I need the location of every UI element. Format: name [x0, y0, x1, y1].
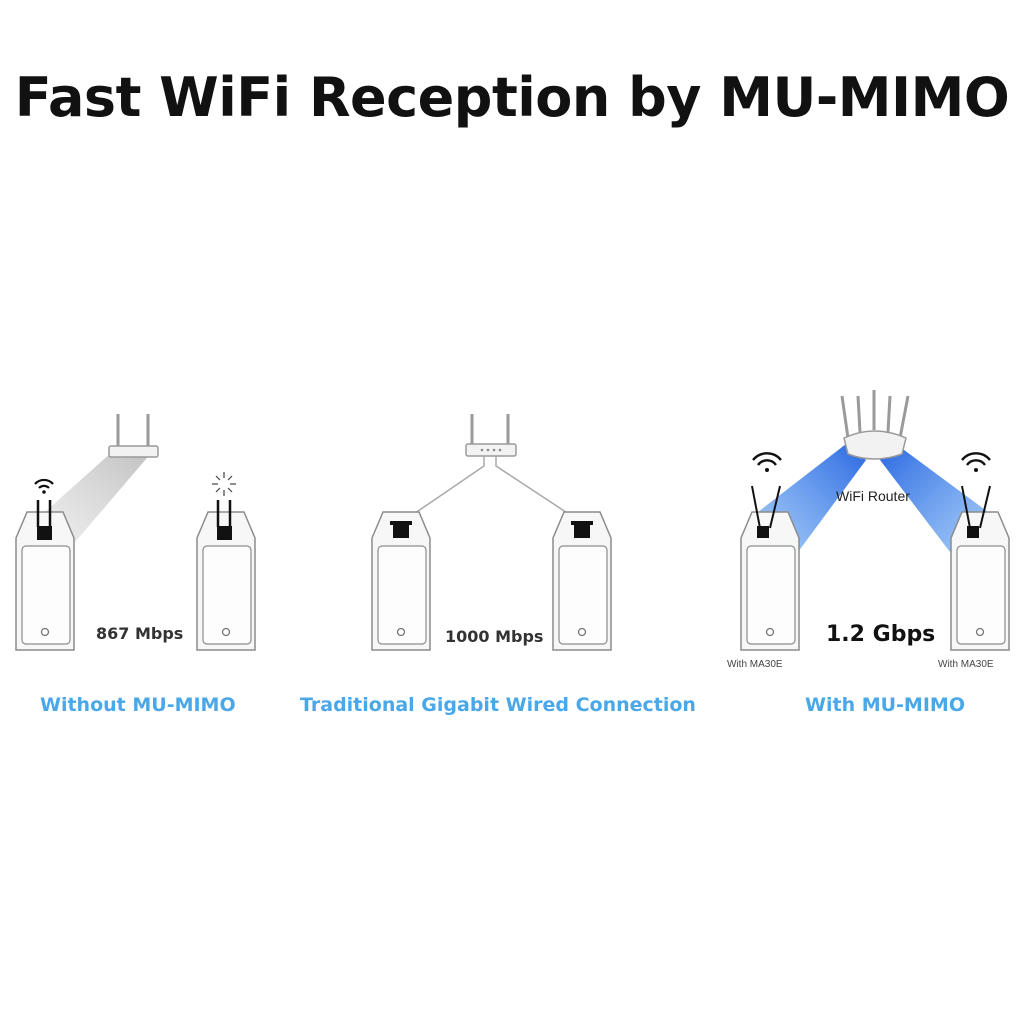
- router-icon: [108, 414, 159, 458]
- speed-label-without-mimo: 867 Mbps: [96, 624, 184, 643]
- powerline-adapter-icon: [196, 500, 256, 651]
- wifi-signal-icon: [34, 478, 54, 494]
- caption-without-mimo: Without MU-MIMO: [40, 694, 236, 716]
- speed-label-with-mimo: 1.2 Gbps: [826, 622, 936, 647]
- ethernet-cable: [404, 456, 579, 521]
- powerline-adapter-icon: [740, 485, 800, 651]
- speed-label-wired: 1000 Mbps: [445, 627, 544, 646]
- device-label-left: With MA30E: [727, 659, 783, 670]
- caption-wired: Traditional Gigabit Wired Connection: [300, 694, 696, 716]
- wifi-signal-icon: [961, 452, 991, 472]
- searching-signal-icon: [212, 472, 236, 496]
- router-label: WiFi Router: [836, 488, 910, 504]
- panel-wired-connection: [371, 414, 612, 651]
- powerline-adapter-icon: [950, 485, 1010, 651]
- powerline-adapter-icon: [371, 511, 431, 651]
- caption-with-mimo: With MU-MIMO: [805, 694, 965, 716]
- powerline-adapter-icon: [15, 500, 75, 651]
- wifi-signal-icon: [752, 452, 782, 472]
- panel-with-mu-mimo: [740, 390, 1010, 651]
- device-label-right: With MA30E: [938, 659, 994, 670]
- router-icon: [840, 390, 910, 460]
- powerline-adapter-icon: [552, 511, 612, 651]
- page-title: Fast WiFi Reception by MU-MIMO: [14, 66, 1010, 129]
- router-icon: [465, 414, 517, 457]
- panel-without-mu-mimo: [15, 414, 256, 651]
